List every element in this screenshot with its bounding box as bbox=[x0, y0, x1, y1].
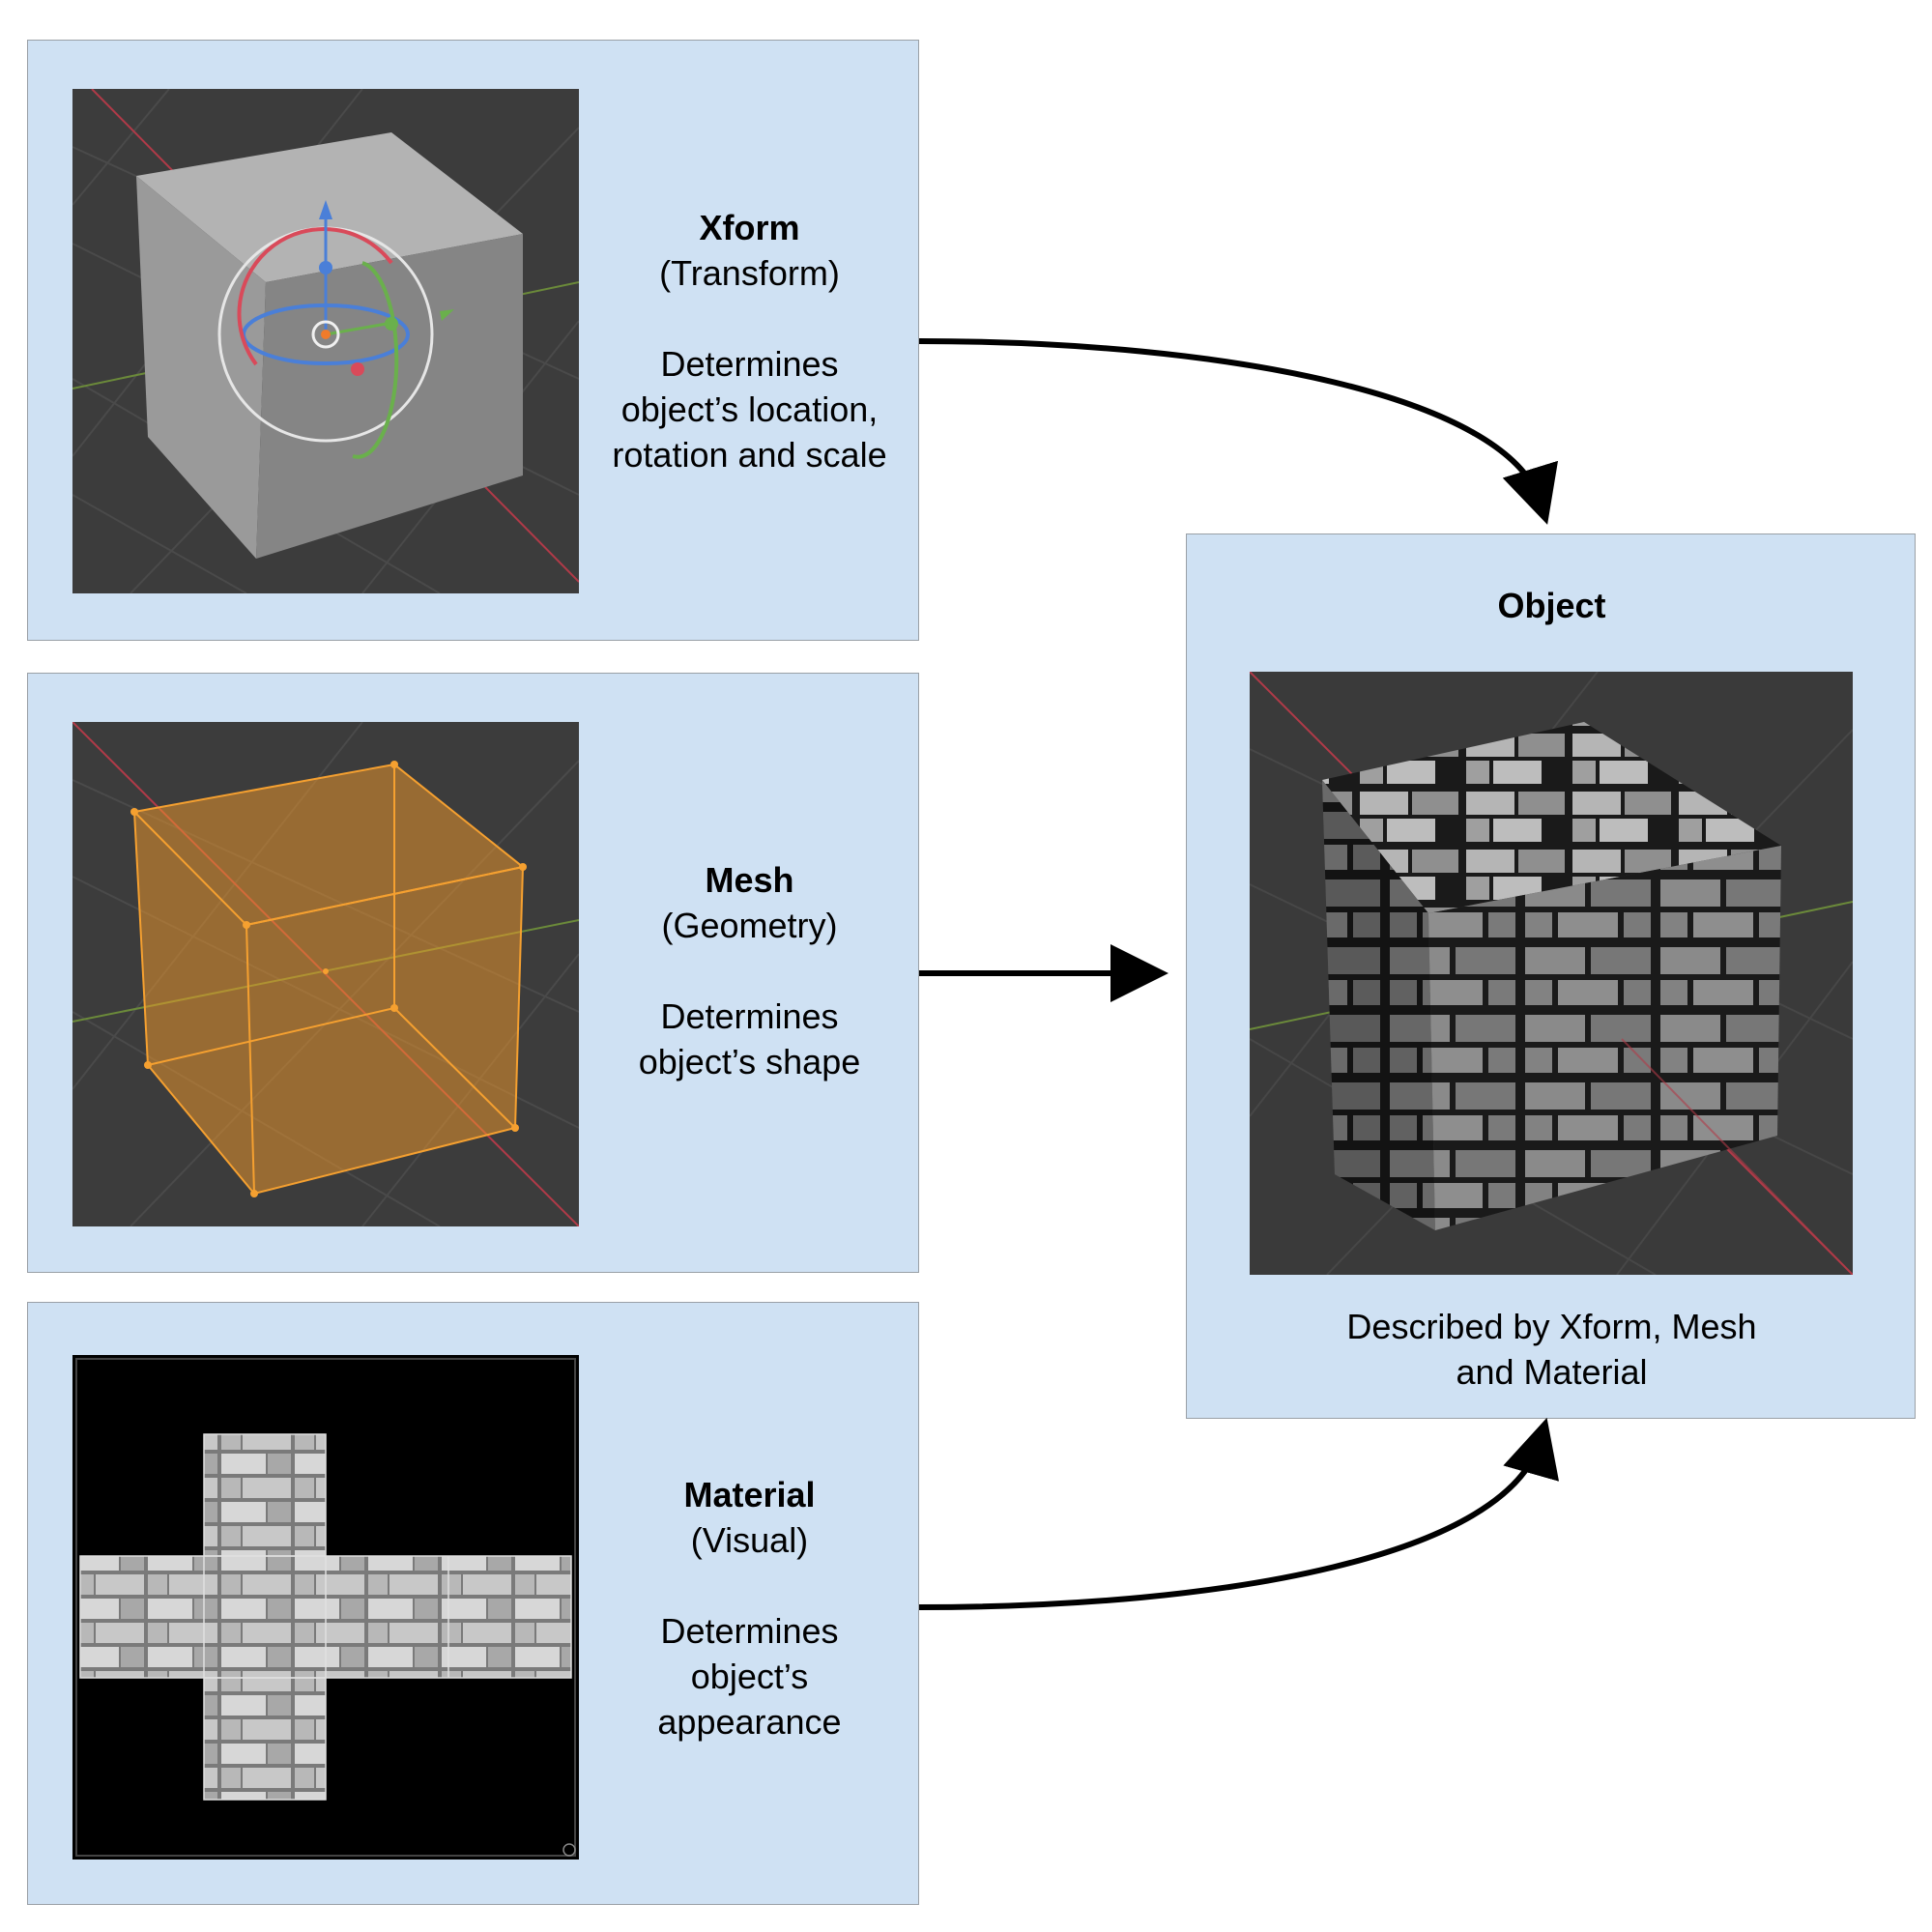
object-description: Described by Xform, Mesh and Material bbox=[1187, 1304, 1917, 1395]
material-text: Material (Visual) Determines object’s ap… bbox=[579, 1472, 920, 1745]
material-subtitle: (Visual) bbox=[690, 1520, 809, 1560]
xform-desc-line: object’s location, bbox=[620, 389, 879, 429]
material-texture-image bbox=[72, 1355, 579, 1860]
material-desc-line: appearance bbox=[657, 1702, 842, 1742]
xform-panel: Xform (Transform) Determines object’s lo… bbox=[27, 40, 919, 641]
mesh-viewport-image bbox=[72, 722, 579, 1226]
mesh-desc-line: Determines bbox=[660, 996, 839, 1036]
arrow-material-to-object bbox=[918, 1417, 1559, 1610]
xform-title: Xform bbox=[699, 208, 800, 247]
brick-textured-cube-icon bbox=[1250, 672, 1853, 1275]
mesh-panel: Mesh (Geometry) Determines object’s shap… bbox=[27, 673, 919, 1273]
xform-description: Determines object’s location, rotation a… bbox=[579, 341, 920, 477]
xform-viewport-image bbox=[72, 89, 579, 593]
object-desc-line: Described by Xform, Mesh bbox=[1346, 1307, 1757, 1346]
xform-text: Xform (Transform) Determines object’s lo… bbox=[579, 205, 920, 477]
mesh-subtitle: (Geometry) bbox=[661, 906, 838, 945]
object-title-wrap: Object bbox=[1187, 583, 1917, 628]
blender-wireframe-cube-icon bbox=[72, 722, 579, 1226]
mesh-title: Mesh bbox=[705, 860, 794, 900]
material-title: Material bbox=[683, 1475, 816, 1514]
mesh-description: Determines object’s shape bbox=[579, 994, 920, 1084]
object-panel: Object bbox=[1186, 533, 1916, 1419]
object-viewport-image bbox=[1250, 672, 1853, 1275]
object-desc-line: and Material bbox=[1456, 1352, 1648, 1392]
material-desc-line: object’s bbox=[690, 1657, 809, 1696]
material-panel: Material (Visual) Determines object’s ap… bbox=[27, 1302, 919, 1905]
xform-desc-line: rotation and scale bbox=[612, 435, 887, 475]
xform-desc-line: Determines bbox=[660, 344, 839, 384]
arrow-xform-to-object bbox=[918, 338, 1558, 525]
object-title: Object bbox=[1497, 586, 1606, 625]
mesh-text: Mesh (Geometry) Determines object’s shap… bbox=[579, 857, 920, 1084]
material-desc-line: Determines bbox=[660, 1611, 839, 1651]
brick-texture-uv-cross-icon bbox=[72, 1355, 579, 1860]
xform-subtitle: (Transform) bbox=[659, 253, 840, 293]
blender-cube-gizmo-icon bbox=[72, 89, 579, 593]
material-description: Determines object’s appearance bbox=[579, 1608, 920, 1745]
mesh-desc-line: object’s shape bbox=[638, 1042, 861, 1081]
